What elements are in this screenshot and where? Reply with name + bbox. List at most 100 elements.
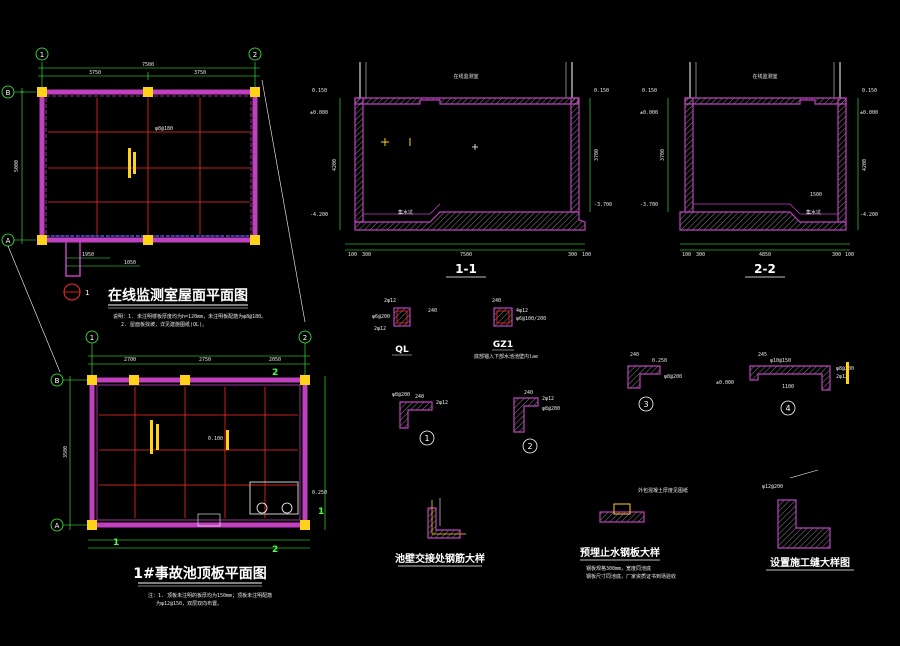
svg-text:φ8@200: φ8@200 (542, 406, 560, 412)
svg-text:φ12@200: φ12@200 (762, 484, 783, 490)
svg-text:240: 240 (492, 298, 501, 304)
roof-bottom-extension: 1950 1050 (65, 239, 140, 277)
svg-text:0.150: 0.150 (862, 88, 877, 94)
svg-text:φ8@200: φ8@200 (836, 366, 854, 372)
roof-note-2: 2. 屋面板找坡，详见建施图纸(QL)。 (121, 321, 207, 328)
svg-text:集水坑: 集水坑 (806, 209, 821, 216)
detail-4: 245 φ10@150 φ8@200 2φ12 ±0.000 1100 4 (716, 352, 854, 416)
svg-text:1050: 1050 (124, 260, 136, 266)
svg-text:1: 1 (40, 51, 44, 59)
svg-text:φ10@150: φ10@150 (770, 358, 791, 364)
svg-text:2700: 2700 (124, 357, 136, 363)
svg-text:0.150: 0.150 (642, 88, 657, 94)
svg-text:3700: 3700 (660, 149, 666, 161)
svg-text:2φ12: 2φ12 (542, 396, 554, 402)
svg-text:集水坑: 集水坑 (398, 209, 413, 216)
svg-text:QL: QL (395, 345, 409, 355)
svg-text:1500: 1500 (810, 192, 822, 198)
svg-text:B: B (55, 377, 60, 385)
svg-text:100: 100 (845, 252, 854, 258)
svg-text:0.250: 0.250 (312, 490, 327, 496)
pool-note-1: 注：1. 顶板未注明的板厚均为150mm；顶板未注明配筋 (148, 592, 272, 599)
pool-manholes (197, 481, 299, 527)
svg-text:φ8@200: φ8@200 (664, 374, 682, 380)
pool-note-2: 为φ12@150，双层双向布置。 (156, 600, 222, 607)
svg-text:1950: 1950 (82, 252, 94, 258)
svg-text:3: 3 (643, 400, 648, 409)
svg-text:GZ1: GZ1 (493, 340, 513, 350)
svg-text:240: 240 (428, 308, 437, 314)
svg-text:±0.000: ±0.000 (310, 110, 328, 116)
svg-text:±0.000: ±0.000 (716, 380, 734, 386)
section-mark-1b: 1 (318, 507, 324, 517)
section-1-title: 1-1 (455, 262, 477, 276)
svg-text:A: A (55, 522, 60, 530)
svg-text:2: 2 (303, 334, 307, 342)
svg-text:300: 300 (362, 252, 371, 258)
svg-text:-3.700: -3.700 (640, 202, 658, 208)
svg-text:2φ12: 2φ12 (436, 400, 448, 406)
section-1-1: 在线监测室 0.150 ±0.000 -4.200 0.150 -3.700 4… (310, 62, 612, 278)
svg-text:240: 240 (524, 390, 533, 396)
svg-text:B: B (6, 89, 11, 97)
svg-text:240: 240 (415, 394, 424, 400)
svg-text:±0.000: ±0.000 (860, 110, 878, 116)
detail-1: φ8@200 2φ12 240 1 (392, 392, 448, 446)
roof-callout: 1 (63, 283, 89, 301)
svg-text:4200: 4200 (862, 159, 868, 171)
svg-text:φ6@100/200: φ6@100/200 (516, 316, 546, 322)
svg-text:2φ12: 2φ12 (836, 374, 848, 380)
svg-text:0.150: 0.150 (312, 88, 327, 94)
svg-text:2: 2 (253, 51, 257, 59)
svg-text:1: 1 (424, 434, 429, 443)
roof-top-dimensions (14, 62, 260, 244)
detail-3: 240 0.250 φ8@200 3 (627, 352, 682, 412)
svg-text:2φ12: 2φ12 (384, 298, 396, 304)
water-stop-title: 预埋止水钢板大样 (580, 546, 660, 559)
svg-text:7500: 7500 (460, 252, 472, 258)
roof-columns (37, 87, 260, 245)
svg-text:240: 240 (630, 352, 639, 358)
svg-text:300: 300 (832, 252, 841, 258)
svg-text:100: 100 (682, 252, 691, 258)
svg-text:4200: 4200 (332, 159, 338, 171)
section-mark-2a: 2 (272, 368, 278, 378)
detail-construction-joint: φ12@200 设置施工缝大样图 (762, 469, 854, 571)
roof-note-1: 说明：1. 未注明楼板厚度均为h=120mm，未注明板配筋为φ8@180。 (113, 313, 266, 320)
section-2-title: 2-2 (754, 262, 776, 276)
svg-text:1: 1 (90, 334, 94, 342)
section-2-2: 在线监测室 0.150 ±0.000 -3.700 0.150 ±0.000 -… (640, 62, 878, 278)
svg-text:4φ12: 4φ12 (516, 308, 528, 314)
svg-text:±0.000: ±0.000 (640, 110, 658, 116)
roof-rebar-grid (48, 98, 250, 235)
svg-text:1100: 1100 (782, 384, 794, 390)
svg-text:300: 300 (568, 252, 577, 258)
svg-text:245: 245 (758, 352, 767, 358)
svg-text:钢板规格300mm，宽度同池底: 钢板规格300mm，宽度同池底 (586, 565, 651, 572)
svg-text:300: 300 (696, 252, 705, 258)
roof-note-block (128, 148, 136, 178)
wall-joint-title: 池壁交接处钢筋大样 (395, 552, 485, 565)
detail-ql: 2φ12 φ6@200 2φ12 240 QL (372, 298, 437, 356)
roof-plan: 1 2 B A 7500 3750 3750 5000 (1, 47, 306, 373)
svg-text:-4.200: -4.200 (310, 212, 328, 218)
detail-2: 240 2φ12 φ8@200 2 (513, 390, 560, 454)
section-mark-1a: 1 (113, 538, 119, 548)
pool-plan: 1 2 B A 2700 2750 2050 3500 (50, 330, 327, 607)
axis-bubble-1-top: 1 (35, 47, 49, 61)
pool-dimensions (63, 343, 326, 549)
svg-text:0.250: 0.250 (652, 358, 667, 364)
roof-top-dim-1: 3750 (89, 70, 101, 76)
svg-text:0.150: 0.150 (594, 88, 609, 94)
svg-text:φ8@200: φ8@200 (392, 392, 410, 398)
axis-bubble-2-top: 2 (248, 47, 262, 61)
svg-text:2050: 2050 (269, 357, 281, 363)
svg-text:A: A (6, 237, 11, 245)
svg-text:100: 100 (348, 252, 357, 258)
svg-text:在线监测室: 在线监测室 (752, 73, 777, 80)
svg-text:0.100: 0.100 (208, 436, 223, 442)
svg-text:底部锚入下部水池池壁内lae: 底部锚入下部水池池壁内lae (474, 353, 538, 360)
construction-joint-title: 设置施工缝大样图 (770, 556, 850, 569)
svg-text:3500: 3500 (63, 446, 69, 458)
